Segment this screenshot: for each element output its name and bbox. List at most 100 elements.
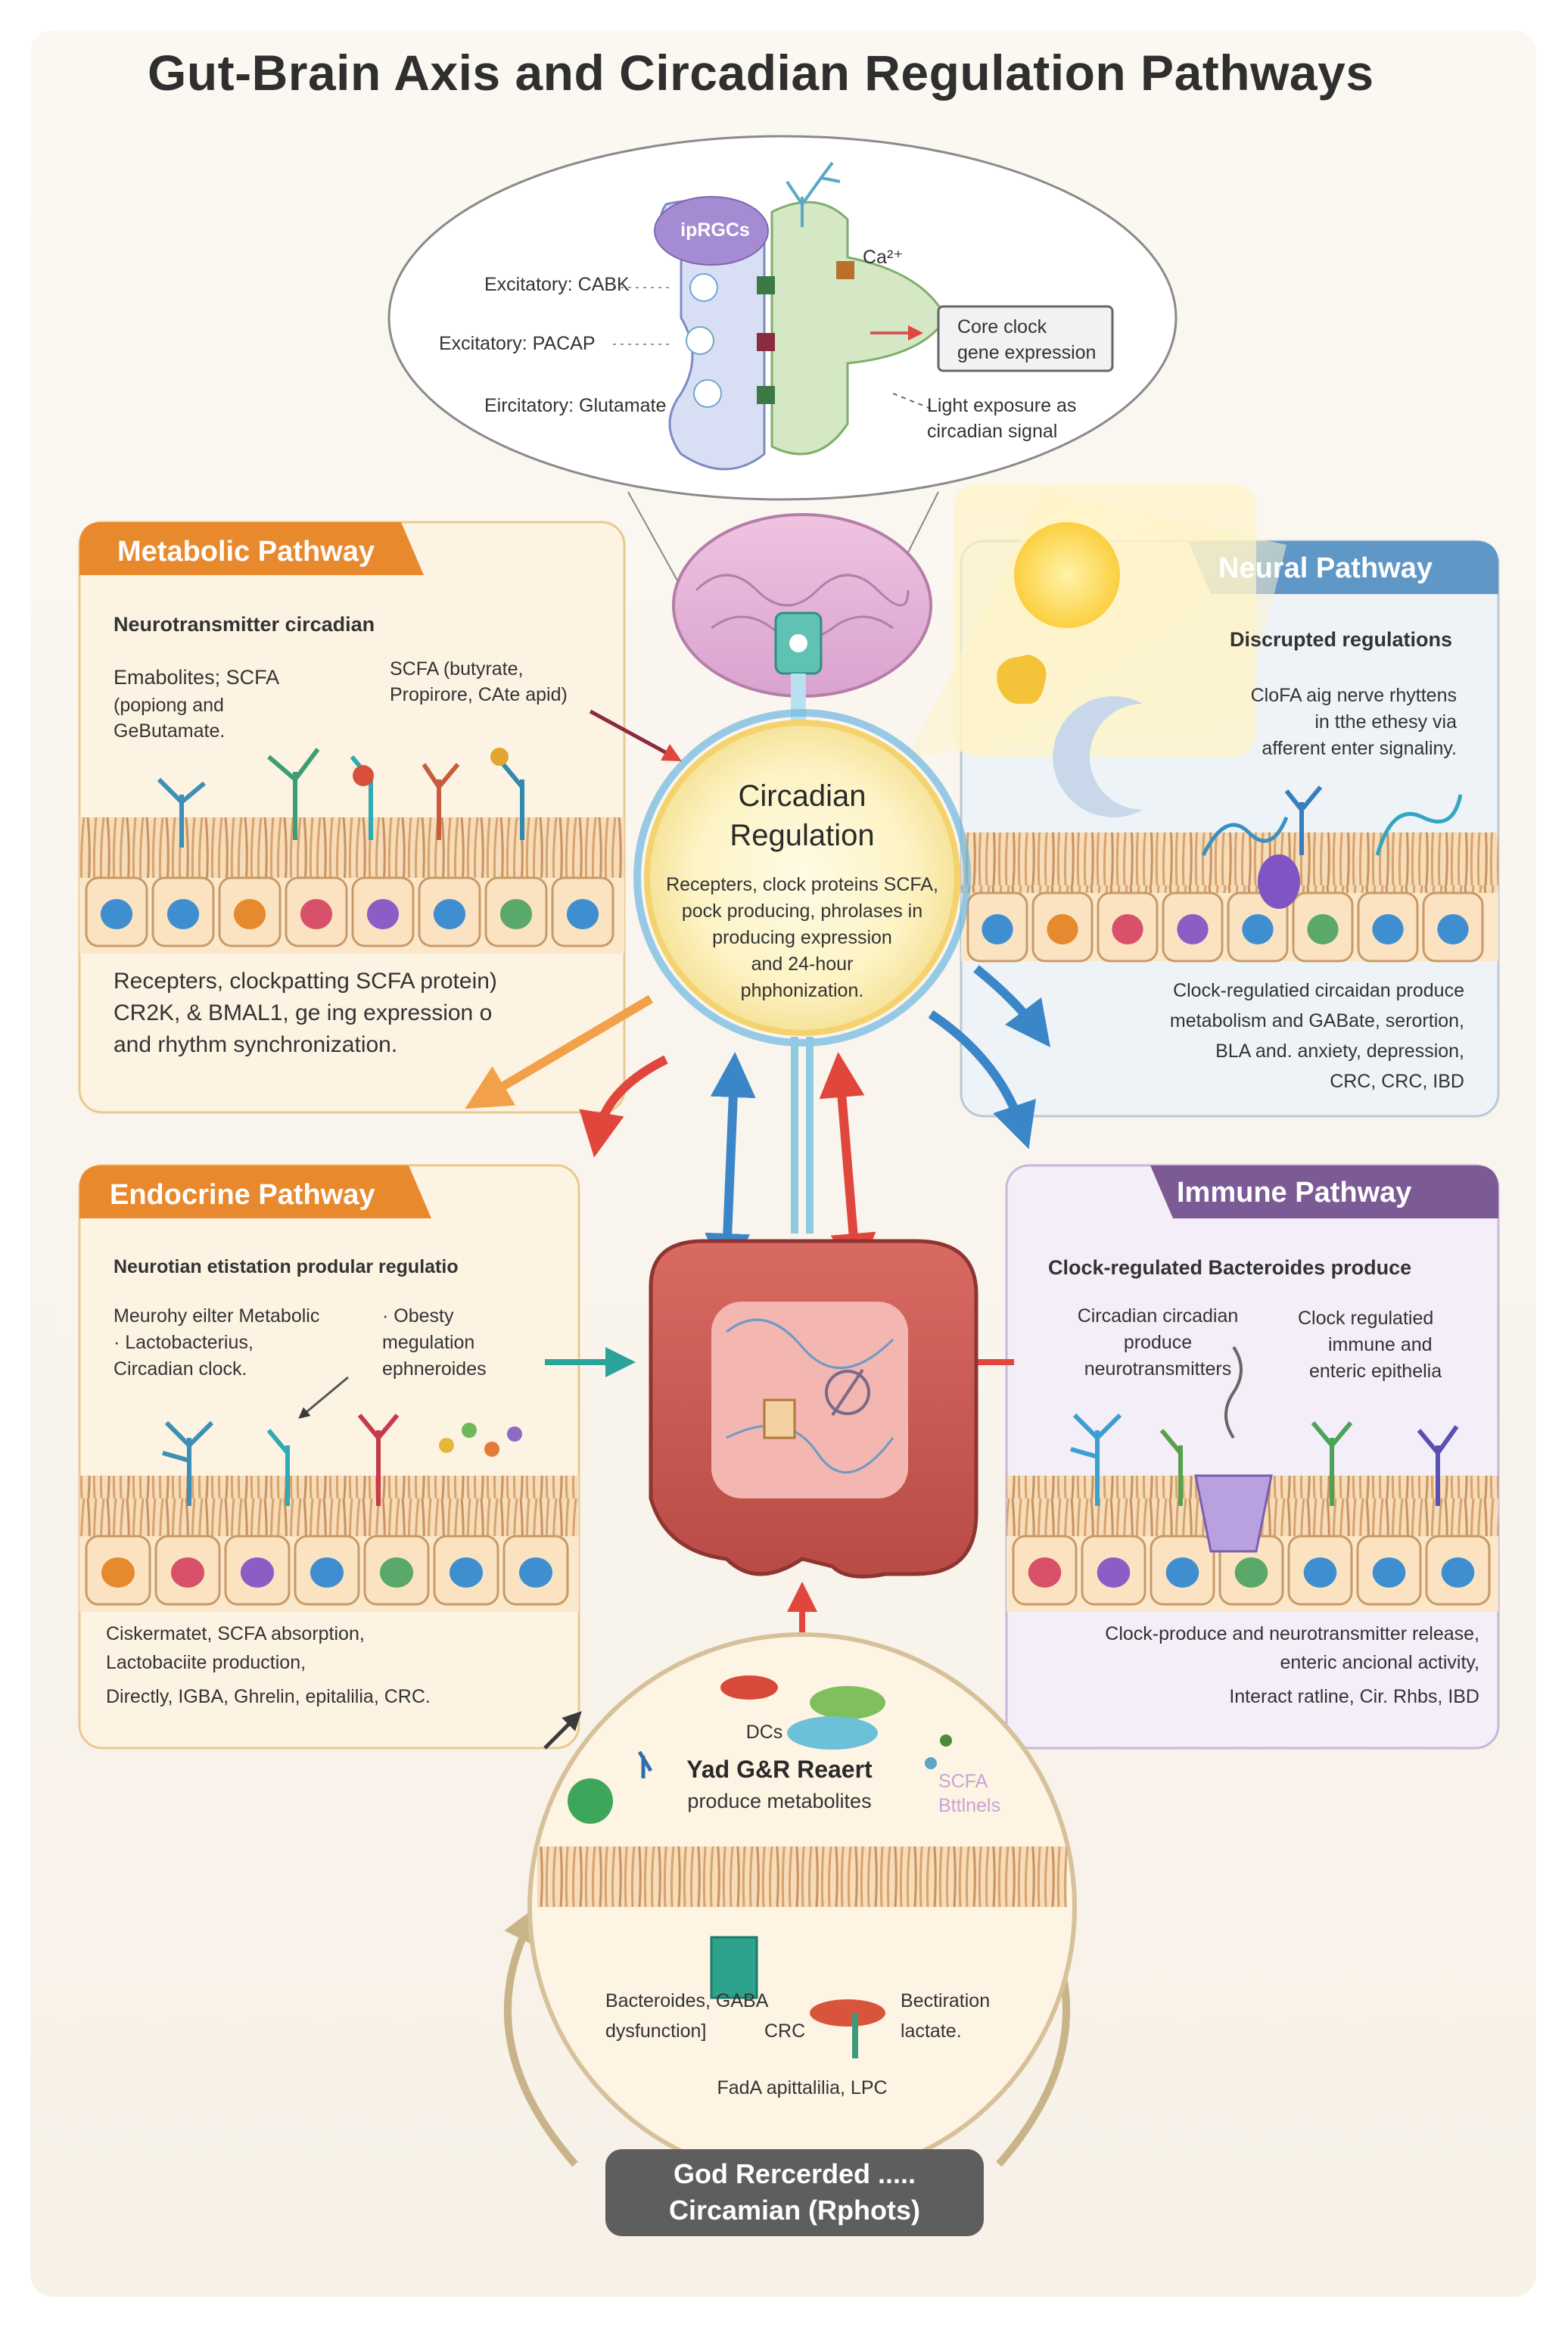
cell-nucleus xyxy=(1437,914,1469,944)
cell-nucleus xyxy=(100,899,133,929)
endocrine-left-2: · Lactobacterius, xyxy=(114,1332,254,1353)
iprgcs-label: ipRGCs xyxy=(680,219,750,241)
excitatory-glutamate-label: Eircitatory: Glutamate xyxy=(484,395,667,416)
synapse-inset xyxy=(387,135,1178,629)
calcium-label: Ca²⁺ xyxy=(863,247,904,268)
bottom-side-1: SCFA xyxy=(938,1771,988,1792)
endocrine-left-3: Circadian clock. xyxy=(114,1358,247,1380)
receptor-decorations xyxy=(157,748,1463,1553)
cell-nucleus xyxy=(982,914,1013,944)
center-title-1: Circadian xyxy=(738,779,866,813)
center-text-2: pock producing, phrolases in xyxy=(681,901,923,922)
cell-nucleus xyxy=(379,1557,414,1588)
footer-pill-bg xyxy=(605,2149,984,2236)
endocrine-panel-title: Endocrine Pathway xyxy=(110,1179,375,1211)
endocrine-footer-1: Ciskermatet, SCFA absorption, xyxy=(106,1623,365,1644)
bottom-footer-crc: CRC xyxy=(764,2021,806,2042)
bottom-footer-right-1: Bectiration xyxy=(901,1990,991,2011)
cell-nucleus xyxy=(1112,914,1143,944)
immune-left-1: Circadian circadian xyxy=(1077,1305,1239,1327)
immune-heading: Clock-regulated Bacteroides produce xyxy=(1048,1256,1412,1279)
immune-right-3: enteric epithelia xyxy=(1309,1361,1442,1382)
cell-nucleus xyxy=(449,1557,484,1588)
cell-nucleus xyxy=(1097,1557,1131,1588)
cell-nucleus xyxy=(433,899,466,929)
neural-text-3: afferent enter signaliny. xyxy=(1262,738,1457,759)
cell-nucleus xyxy=(566,899,599,929)
cell-nucleus xyxy=(240,1557,275,1588)
cell-nucleus xyxy=(1303,1557,1337,1588)
endocrine-heading: Neurotian etistation prodular regulatio xyxy=(114,1256,459,1277)
core-clock-label-2: gene expression xyxy=(957,342,1097,363)
neural-footer-4: CRC, CRC, IBD xyxy=(1330,1071,1464,1092)
cell-nucleus xyxy=(1372,914,1404,944)
endocrine-right-3: ephneroides xyxy=(382,1358,487,1380)
cell-nucleus xyxy=(1234,1557,1268,1588)
cell-nucleus xyxy=(101,1557,135,1588)
excitatory-pacap-label: Excitatory: PACAP xyxy=(439,333,596,354)
endocrine-left-1: Meurohy eilter Metabolic xyxy=(114,1305,320,1327)
dcs-label: DCs xyxy=(745,1722,783,1743)
metabolic-right-2: Propirore, CAte apid) xyxy=(390,684,568,705)
center-text-1: Recepters, clock proteins SCFA, xyxy=(666,874,938,895)
footer-pill-line-2: Circamian (Rphots) xyxy=(668,2195,921,2226)
endocrine-right-2: megulation xyxy=(382,1332,475,1353)
cell-nucleus xyxy=(1177,914,1209,944)
cell-nucleus xyxy=(300,899,333,929)
cell-nucleus xyxy=(170,1557,205,1588)
bottom-side-2: Bttlnels xyxy=(938,1795,1000,1816)
neural-text-1: CloFA aig nerve rhyttens xyxy=(1250,685,1457,706)
metabolic-right-1: SCFA (butyrate, xyxy=(390,658,524,680)
bottom-title-2: produce metabolites xyxy=(687,1790,872,1812)
light-exposure-label-2: circadian signal xyxy=(927,421,1058,442)
cell-nucleus xyxy=(233,899,266,929)
cell-nucleus xyxy=(499,899,533,929)
metabolic-heading: Neurotransmitter circadian xyxy=(114,613,375,636)
bottom-inset xyxy=(527,1632,1077,2182)
metabolic-left-1: Emabolites; SCFA xyxy=(114,666,280,689)
immune-right-1: Clock regulatied xyxy=(1298,1308,1434,1329)
immune-left-3: neurotransmitters xyxy=(1084,1358,1232,1380)
bottom-title-1: Yad G&R Reaert xyxy=(686,1756,873,1783)
cell-nucleus xyxy=(166,899,200,929)
metabolic-left-2: (popiong and xyxy=(114,695,224,716)
metabolic-footer-2: CR2K, & BMAL1, ge ing expression o xyxy=(114,1000,493,1025)
center-text-4: and 24-hour xyxy=(751,954,854,975)
page-title: Gut-Brain Axis and Circadian Regulation … xyxy=(148,45,1374,101)
endocrine-footer-3: Directly, IGBA, Ghrelin, epitalilia, CRC… xyxy=(106,1686,431,1707)
neural-footer-2: metabolism and GABate, serortion, xyxy=(1169,1010,1464,1031)
neural-text-2: in tthe ethesy via xyxy=(1314,711,1457,733)
light-exposure-label-1: Light exposure as xyxy=(927,395,1077,416)
bottom-footer-left-1: Bacteroides, GABA xyxy=(605,1990,769,2011)
cell-nucleus xyxy=(1372,1557,1406,1588)
center-text-3: producing expression xyxy=(712,927,892,948)
light-cycle-illustration xyxy=(908,484,1286,817)
cell-nucleus xyxy=(1441,1557,1475,1588)
core-clock-label-1: Core clock xyxy=(957,316,1047,338)
excitatory-cabk-label: Excitatory: CABK xyxy=(484,274,630,295)
cell-nucleus xyxy=(518,1557,553,1588)
immune-right-2: immune and xyxy=(1328,1334,1433,1355)
gut-illustration xyxy=(649,1239,978,1579)
bottom-footer-right-2: lactate. xyxy=(901,2021,962,2042)
bottom-footer-left-2: dysfunction] xyxy=(605,2021,707,2042)
immune-footer-2: enteric ancional activity, xyxy=(1280,1652,1479,1673)
bottom-footer-3: FadA apittalilia, LPC xyxy=(717,2077,888,2098)
center-text-5: phphonization. xyxy=(740,980,864,1001)
cell-nucleus xyxy=(1047,914,1078,944)
neural-footer-1: Clock-regulatied circaidan produce xyxy=(1173,980,1464,1001)
endocrine-right-1: · Obesty xyxy=(382,1305,454,1327)
brain-illustration xyxy=(672,513,932,749)
immune-footer-3: Interact ratline, Cir. Rhbs, IBD xyxy=(1229,1686,1479,1707)
cell-nucleus xyxy=(1028,1557,1062,1588)
neural-heading: Discrupted regulations xyxy=(1230,628,1453,651)
immune-left-2: produce xyxy=(1123,1332,1193,1353)
metabolic-footer-3: and rhythm synchronization. xyxy=(114,1032,398,1057)
footer-pill-line-1: God Rercerded ..... xyxy=(673,2158,916,2189)
immune-footer-1: Clock-produce and neurotransmitter relea… xyxy=(1105,1623,1479,1644)
immune-panel-title: Immune Pathway xyxy=(1177,1177,1412,1209)
central-hub xyxy=(633,709,971,1233)
center-title-2: Regulation xyxy=(730,819,875,852)
